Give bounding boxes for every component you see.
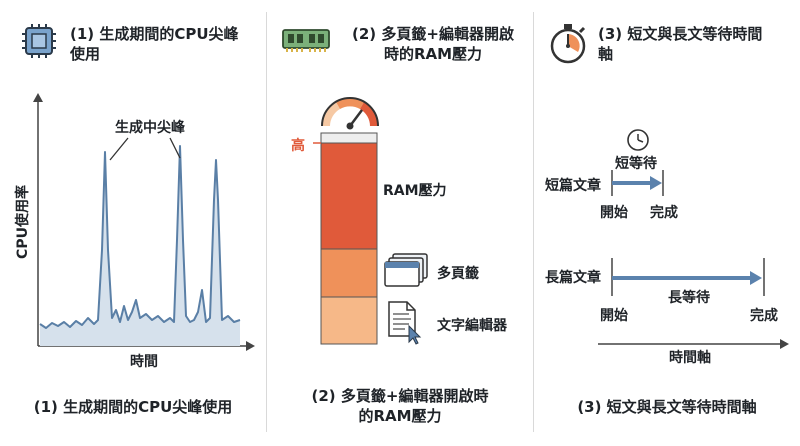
panel-divider: [533, 12, 534, 432]
cpu-panel-caption: (1) 生成期間的CPU尖峰使用: [33, 398, 233, 416]
pressure-gauge-icon: [321, 97, 379, 130]
ram-segment-tabs: [320, 248, 378, 298]
y-axis-label: CPU使用率: [14, 185, 31, 259]
ram-segment-pressure: [320, 142, 378, 250]
timeline-panel-title-line1: (3) 短文與長文等待時間: [598, 25, 763, 43]
ram-panel-title-line1: (2) 多頁籤+編輯器開啟: [352, 25, 514, 43]
short-article-label: 短篇文章: [545, 177, 601, 194]
cpu-panel-title: (1) 生成期間的CPU尖峰 使用: [70, 24, 260, 64]
high-label: 高: [291, 137, 305, 154]
time-axis-arrowhead: [780, 339, 789, 349]
ram-panel-caption-line1: (2) 多頁籤+編輯器開啟時: [311, 387, 489, 405]
timeline-panel-caption: (3) 短文與長文等待時間軸: [577, 398, 757, 416]
ram-panel-caption: (2) 多頁籤+編輯器開啟時 的RAM壓力: [267, 386, 533, 426]
timeline-panel-graphics: 短篇文章 短等待 開始 完成 長篇文章 長等待 開始 完成 時間軸: [545, 24, 789, 366]
editor-label: 文字編輯器: [437, 317, 508, 334]
ram-panel-title: (2) 多頁籤+編輯器開啟 時的RAM壓力: [337, 24, 529, 64]
cpu-chip-icon: [22, 24, 56, 58]
long-start-label: 開始: [600, 307, 628, 324]
long-wait-label: 長等待: [668, 289, 710, 306]
ram-panel: 高 RAM壓力 多頁籤 文字編輯器 (2) 多頁籤+編輯器開啟 時的RAM壓力 …: [267, 0, 533, 446]
ram-module-icon: [282, 29, 330, 52]
long-wait-arrowhead: [750, 271, 762, 285]
long-article-label: 長篇文章: [545, 269, 601, 286]
ram-panel-caption-line2: 的RAM壓力: [358, 407, 442, 425]
browser-tabs-icon: [384, 253, 428, 287]
ram-pressure-label: RAM壓力: [383, 182, 447, 199]
timeline-panel-title-line2: 軸: [598, 45, 614, 63]
short-start-label: 開始: [600, 204, 628, 221]
spike-annotation: 生成中尖峰: [115, 119, 186, 136]
stopwatch-icon: [550, 24, 586, 64]
tabs-label: 多頁籤: [437, 265, 479, 282]
cpu-panel-graphics: 生成中尖峰 CPU使用率 時間: [14, 24, 255, 370]
ram-bar-cap: [320, 132, 378, 144]
short-wait-label: 短等待: [615, 155, 657, 172]
spike-pointers: [109, 137, 181, 161]
ram-panel-title-line2: 時的RAM壓力: [383, 45, 483, 63]
timeline-panel: 短篇文章 短等待 開始 完成 長篇文章 長等待 開始 完成 時間軸 (3) 短文…: [534, 0, 800, 446]
cpu-panel: 生成中尖峰 CPU使用率 時間 (1) 生成期間的CPU尖峰 使用 (1) 生成…: [0, 0, 266, 446]
clock-icon: [627, 129, 649, 151]
cpu-panel-title-line2: 使用: [70, 45, 101, 63]
panel-divider: [266, 12, 267, 432]
text-editor-icon: [388, 301, 422, 345]
cpu-panel-title-line1: (1) 生成期間的CPU尖峰: [70, 25, 239, 43]
x-axis-label: 時間: [130, 353, 158, 370]
long-end-label: 完成: [750, 307, 778, 324]
ram-segment-editor: [320, 296, 378, 345]
ram-panel-graphics: 高 RAM壓力 多頁籤 文字編輯器: [282, 29, 508, 345]
short-end-label: 完成: [650, 204, 678, 221]
timeline-panel-title: (3) 短文與長文等待時間 軸: [598, 24, 794, 64]
time-axis-label: 時間軸: [669, 349, 711, 366]
cpu-usage-line: [39, 145, 241, 329]
short-wait-arrowhead: [650, 176, 662, 190]
cpu-usage-area: [40, 146, 240, 346]
